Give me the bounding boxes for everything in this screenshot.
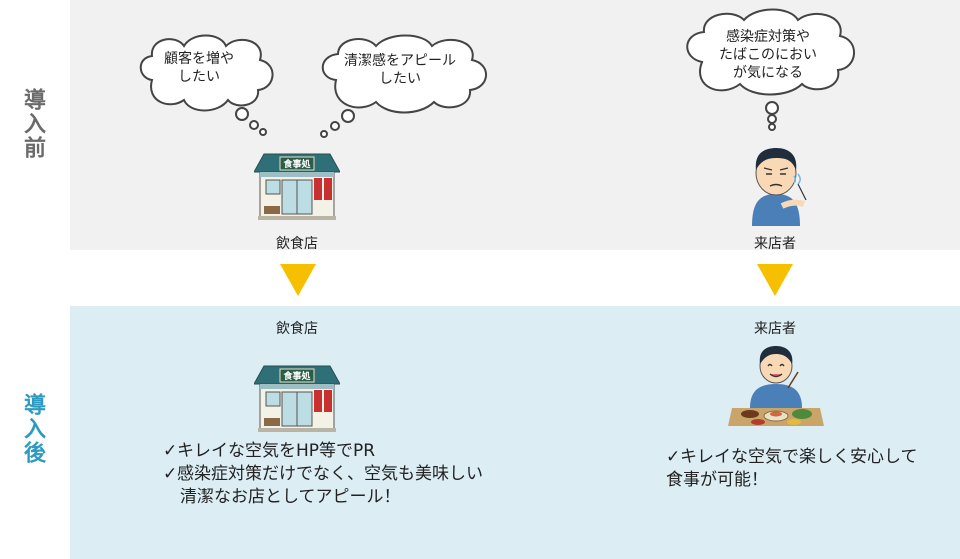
after-panel	[70, 306, 960, 559]
thought-bubble-icon	[139, 34, 274, 136]
after-customer-caption: 来店者	[754, 321, 796, 337]
restaurant-benefits: ✓キレイな空気をHP等でPR ✓感染症対策だけでなく、空気も美味しい 清潔なお店…	[163, 440, 483, 509]
before-label: 導入前	[20, 88, 45, 160]
cloud-left-line-1: 顧客を増や	[164, 51, 234, 67]
restaurant-icon: 食事処	[254, 365, 340, 432]
restaurant-benefit-2-continued: 清潔なお店としてアピール！	[180, 487, 401, 507]
customer-benefit-1-continued: 食事が可能！	[666, 470, 768, 490]
check-icon: ✓	[163, 441, 178, 461]
cloud-left-line-2: したい	[178, 69, 220, 85]
check-icon: ✓	[666, 447, 681, 467]
restaurant-icon: 食事処	[254, 153, 340, 220]
before-restaurant-caption: 飲食店	[276, 236, 318, 252]
after-label: 導入後	[20, 393, 45, 465]
customer-benefit-1: ✓キレイな空気で楽しく安心して	[666, 447, 918, 467]
thought-cloud-middle: 清潔感をアピール したい	[300, 30, 500, 142]
cloud-right-line-2: たばこのにおい	[719, 47, 817, 63]
check-icon: ✓	[163, 464, 178, 484]
cloud-middle-line-1: 清潔感をアピール	[344, 53, 456, 69]
down-arrow-icon	[280, 264, 316, 296]
thought-bubble-icon	[320, 34, 487, 138]
cloud-middle-line-2: したい	[379, 71, 421, 87]
before-customer-caption: 来店者	[754, 236, 796, 252]
cloud-right-line-3: が気になる	[733, 65, 803, 81]
happy-eating-customer-icon	[728, 346, 824, 426]
shop-sign-text: 食事処	[282, 158, 311, 170]
restaurant-benefit-1: ✓キレイな空気をHP等でPR	[163, 441, 376, 461]
after-restaurant-caption: 飲食店	[276, 321, 318, 337]
restaurant-benefit-2: ✓感染症対策だけでなく、空気も美味しい	[163, 464, 483, 484]
thought-bubble-icon	[686, 8, 855, 131]
down-arrow-icon	[757, 264, 793, 296]
customer-benefits: ✓キレイな空気で楽しく安心して 食事が可能！	[666, 446, 918, 492]
thought-cloud-left: 顧客を増や したい	[132, 28, 280, 138]
worried-customer-icon	[752, 148, 807, 226]
shop-sign-text: 食事処	[282, 370, 311, 382]
cloud-right-line-1: 感染症対策や	[726, 29, 810, 45]
thought-cloud-right: 感染症対策や たばこのにおい が気になる	[676, 6, 860, 134]
